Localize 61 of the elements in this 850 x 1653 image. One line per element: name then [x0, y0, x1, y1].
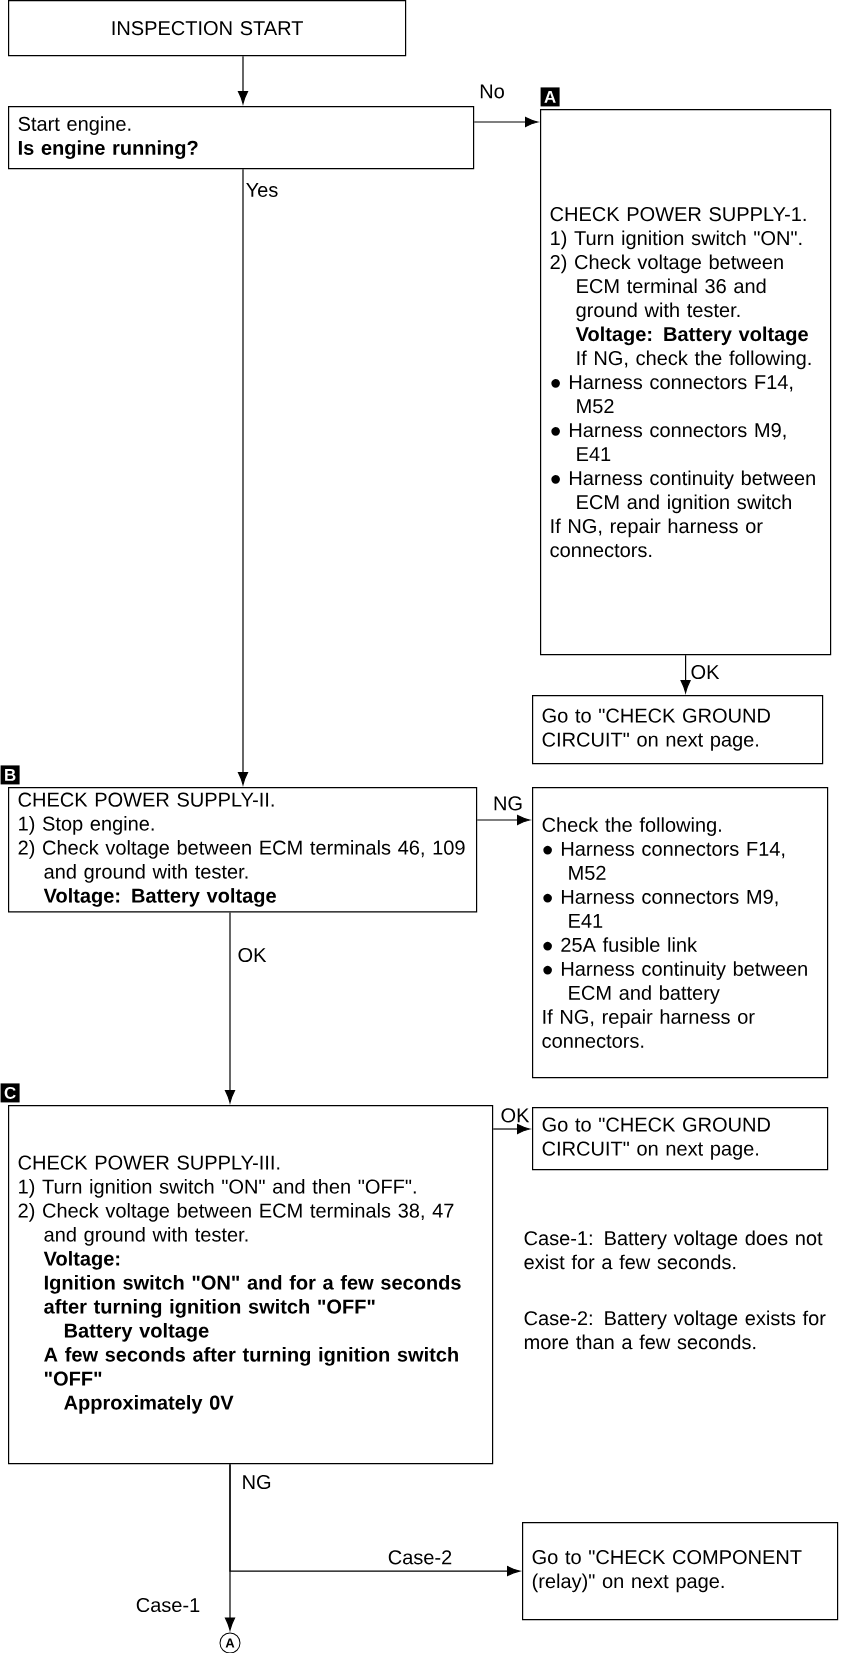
bullet-item: ● Harness connectors F14, M52	[543, 842, 785, 880]
edge-label: OK	[236, 946, 268, 964]
box-text: CHECK POWER SUPPLY-III.	[18, 1155, 280, 1170]
edge-label: Yes	[244, 182, 280, 198]
note-text: Case-2: Battery voltage exists for more than a few seconds.	[524, 1310, 826, 1350]
box-text: CHECK POWER SUPPLY-II.	[18, 792, 274, 807]
process-box	[8, 1105, 494, 1465]
process-box	[8, 787, 478, 913]
spec-text: Voltage:	[43, 1251, 120, 1270]
step-text: 1) Turn ignition switch "ON" and then "OFF".	[19, 1179, 416, 1198]
process-box	[522, 1522, 839, 1621]
question-text: Is engine running?	[18, 140, 198, 159]
box-text: INSPECTION START	[112, 21, 303, 36]
edge-label: Case-1	[134, 1596, 202, 1614]
spec-text: A few seconds after turning ignition switch "OFF"	[44, 1347, 458, 1386]
spec-text: Voltage: Battery voltage	[43, 888, 276, 907]
edge-label: OK	[499, 1107, 531, 1124]
box-text: Go to "CHECK GROUND CIRCUIT" on next page.	[542, 708, 770, 751]
process-box	[532, 1107, 829, 1171]
bullet-item: ● Harness connectors M9, E41	[551, 423, 786, 461]
step-text: 1) Stop engine.	[19, 816, 154, 835]
process-box	[8, 106, 475, 170]
arrow	[237, 55, 249, 105]
box-text: CHECK POWER SUPPLY-1.	[550, 207, 806, 222]
edge-label: OK	[689, 663, 721, 681]
spec-text: Voltage: Battery voltage	[575, 326, 808, 346]
bullet-item: ● Harness continuity between ECM and battery	[543, 961, 807, 1004]
note-text: Case-1: Battery voltage does not exist for a few seconds.	[524, 1230, 823, 1270]
spec-text: Ignition switch "ON" and for a few seconds after turning ignition switch "OFF"	[44, 1275, 461, 1318]
box-text: Go to "CHECK COMPONENT (relay)" on next page.	[532, 1550, 802, 1593]
bullet-item: ● Harness connectors M9, E41	[543, 889, 778, 928]
spec-text: Approximately 0V	[64, 1395, 234, 1414]
process-box	[532, 695, 824, 765]
step-text: 2) Check voltage between ECM terminals 46, 109 and ground with tester.	[18, 840, 465, 883]
box-text: If NG, repair harness or connectors.	[542, 1009, 755, 1048]
box-text: Go to "CHECK GROUND CIRCUIT" on next page.	[542, 1117, 770, 1160]
note-text: If NG, check the following.	[577, 350, 811, 370]
edge-label: Case-2	[386, 1549, 454, 1566]
arrow	[473, 116, 539, 128]
arrow	[224, 911, 236, 1104]
arrow	[224, 1463, 236, 1631]
process-box	[540, 109, 832, 656]
process-box	[8, 0, 407, 57]
bullet-item: ● Harness continuity between ECM and ignition switch	[551, 470, 815, 514]
arrow	[476, 814, 531, 826]
bullet-item: ● Harness connectors F14, M52	[551, 375, 793, 414]
step-text: 1) Turn ignition switch "ON".	[551, 230, 802, 250]
arrow	[492, 1123, 531, 1135]
process-box	[532, 787, 829, 1079]
arrow	[680, 654, 691, 694]
edge-label: No	[478, 83, 506, 100]
box-text: Start engine.	[18, 116, 131, 135]
step-text: 2) Check voltage between ECM terminals 38, 47 and ground with tester.	[18, 1203, 454, 1246]
box-text: Check the following.	[542, 817, 721, 836]
arrow	[237, 168, 249, 786]
bullet-item: ● 25A fusible link	[543, 937, 698, 952]
step-text: 2) Check voltage between ECM terminal 36 and ground with tester.	[550, 254, 783, 322]
edge-label: NG	[492, 795, 524, 812]
box-text: If NG, repair harness or connectors.	[550, 518, 763, 558]
spec-text: Battery voltage	[64, 1323, 209, 1342]
condition-label: NG	[243, 1474, 271, 1490]
